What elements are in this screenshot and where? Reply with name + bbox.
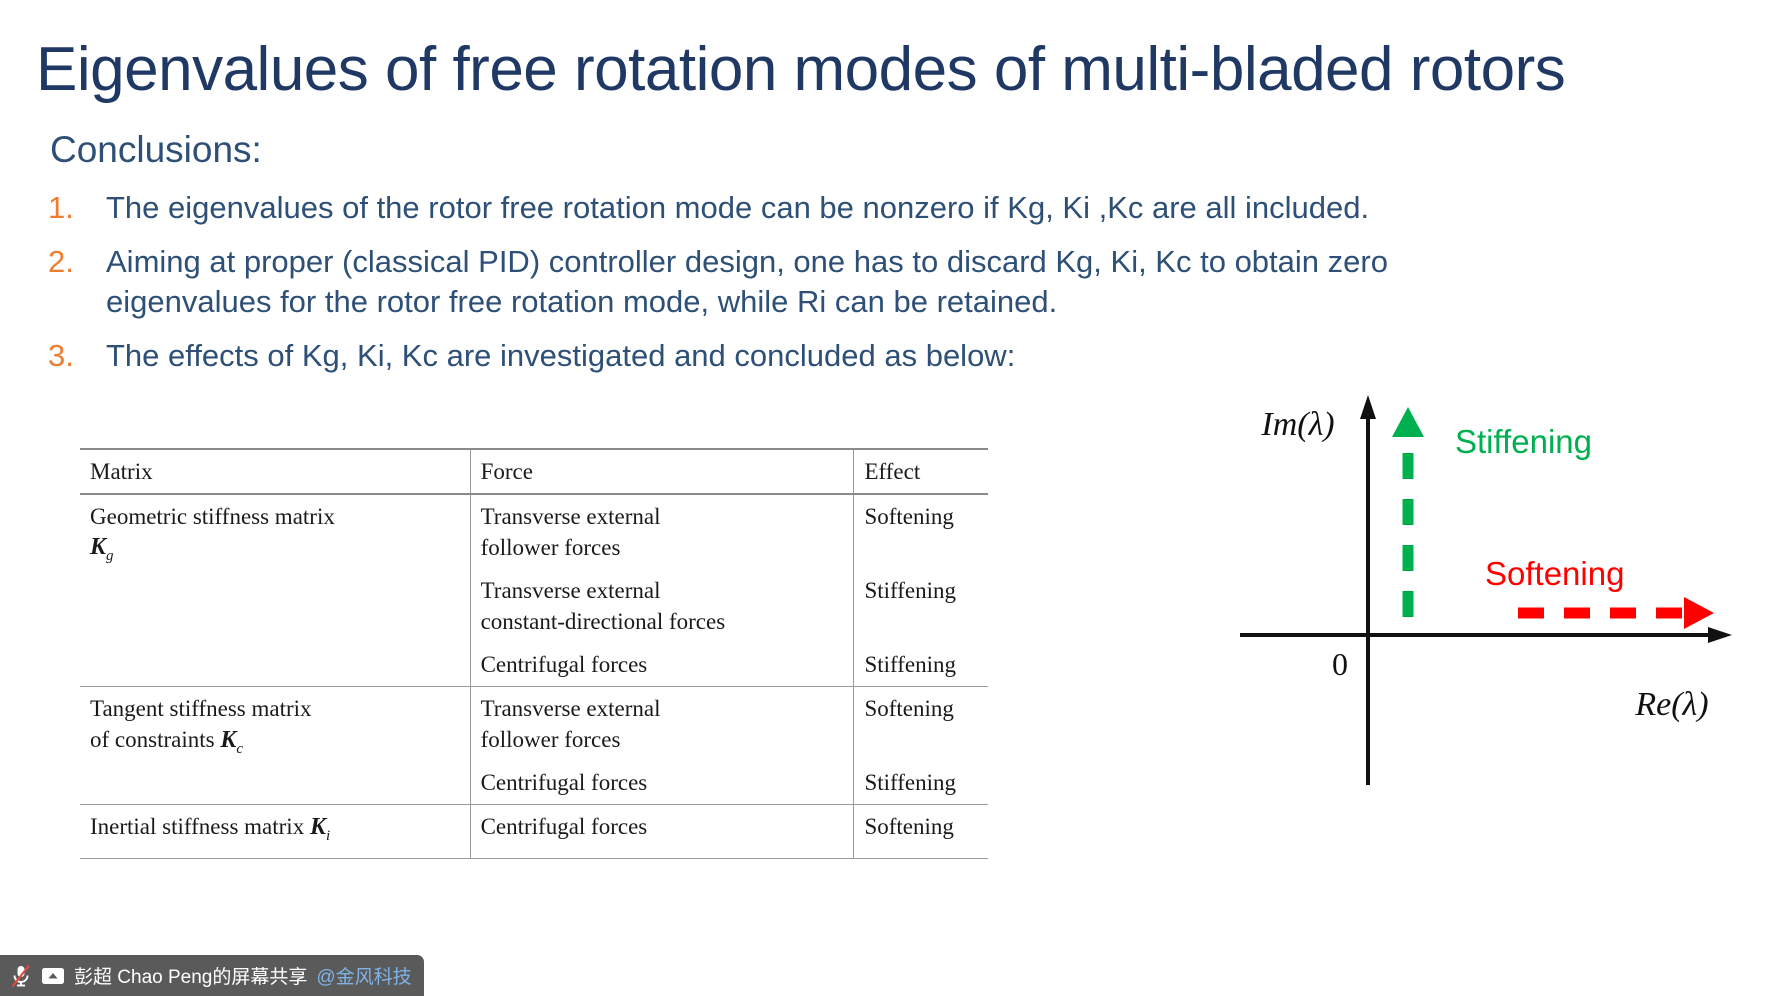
- column-header-effect: Effect: [853, 449, 988, 494]
- force-line: constant-directional forces: [480, 609, 726, 634]
- cell-effect: Stiffening: [853, 643, 988, 687]
- cell-force: Centrifugal forces: [469, 761, 854, 805]
- cell-matrix: Tangent stiffness matrix of constraints …: [80, 686, 471, 805]
- list-item-number: 3.: [48, 338, 74, 373]
- page-title: Eigenvalues of free rotation modes of mu…: [36, 35, 1566, 104]
- cell-matrix: Inertial stiffness matrix Ki: [80, 805, 470, 859]
- stiffening-label: Stiffening: [1455, 423, 1592, 460]
- share-org-label: @金风科技: [316, 967, 412, 988]
- stiffening-arrow-icon: [1392, 407, 1424, 617]
- force-line: Transverse external: [480, 696, 661, 721]
- real-axis-icon: [1240, 627, 1732, 643]
- matrix-name: Tangent stiffness matrix: [90, 696, 312, 721]
- table-row: Transverse external constant-directional…: [80, 569, 988, 643]
- complex-plane-diagram: Im(λ) Re(λ) 0 Stiffening Softening: [1240, 385, 1760, 785]
- list-item-label: The effects of Kg, Ki, Kc are investigat…: [106, 338, 1016, 373]
- list-item-label: The eigenvalues of the rotor free rotati…: [106, 190, 1370, 225]
- cell-force: Centrifugal forces: [469, 804, 854, 859]
- force-line: Centrifugal forces: [480, 652, 648, 677]
- list-item: 1. The eigenvalues of the rotor free rot…: [48, 188, 1468, 228]
- matrix-symbol: Kc: [220, 727, 243, 757]
- cell-effect: Softening: [853, 804, 988, 859]
- softening-arrow-icon: [1518, 597, 1714, 629]
- effects-table: Matrix Force Effect Geometric stiffness …: [80, 448, 988, 859]
- imaginary-axis-label: Im(λ): [1260, 406, 1334, 443]
- cell-effect: Softening: [853, 686, 988, 761]
- cell-force: Centrifugal forces: [469, 643, 854, 687]
- cell-force: Transverse external follower forces: [469, 686, 854, 761]
- cell-force: Transverse external follower forces: [469, 494, 854, 569]
- matrix-name-2: of constraints Kc: [90, 727, 243, 757]
- screen-share-icon[interactable]: [41, 966, 65, 986]
- force-line: Transverse external: [480, 504, 661, 529]
- column-header-matrix: Matrix: [90, 459, 153, 484]
- table-header-row: Matrix Force Effect: [80, 449, 988, 494]
- table-row: Geometric stiffness matrix Kg Transverse…: [80, 494, 988, 569]
- microphone-muted-icon[interactable]: [10, 964, 32, 988]
- cell-force: Transverse external constant-directional…: [469, 569, 854, 643]
- matrix-symbol: Kg: [90, 534, 114, 564]
- cell-matrix: Geometric stiffness matrix Kg: [80, 494, 470, 687]
- list-item-label: Aiming at proper (classical PID) control…: [106, 244, 1388, 319]
- matrix-symbol: Ki: [309, 814, 331, 844]
- imaginary-axis-icon: [1360, 395, 1376, 785]
- force-line: follower forces: [480, 727, 621, 752]
- real-axis-label: Re(λ): [1634, 686, 1708, 723]
- origin-label: 0: [1332, 646, 1348, 682]
- cell-effect: Stiffening: [853, 761, 988, 805]
- force-line: Transverse external: [480, 578, 661, 603]
- column-header-force: Force: [469, 449, 854, 494]
- matrix-name: Geometric stiffness matrix: [90, 504, 335, 529]
- list-item-number: 1.: [48, 190, 74, 225]
- share-owner-label: 彭超 Chao Peng的屏幕共享: [74, 967, 308, 988]
- table-row: Inertial stiffness matrix Ki Centrifugal…: [80, 804, 988, 859]
- force-line: Centrifugal forces: [480, 770, 648, 795]
- softening-label: Softening: [1485, 555, 1624, 592]
- list-item: 3. The effects of Kg, Ki, Kc are investi…: [48, 336, 1468, 376]
- force-line: follower forces: [480, 535, 621, 560]
- conclusions-heading: Conclusions:: [50, 129, 262, 170]
- list-item: 2. Aiming at proper (classical PID) cont…: [48, 242, 1468, 322]
- screen-share-status-bar[interactable]: 彭超 Chao Peng的屏幕共享 @金风科技: [0, 955, 424, 996]
- table-row: Centrifugal forces Stiffening: [80, 761, 988, 805]
- conclusions-list: 1. The eigenvalues of the rotor free rot…: [48, 188, 1468, 390]
- table-row: Tangent stiffness matrix of constraints …: [80, 686, 988, 805]
- list-item-number: 2.: [48, 244, 74, 279]
- matrix-name: Inertial stiffness matrix: [90, 814, 305, 839]
- cell-effect: Stiffening: [853, 569, 988, 643]
- table-row: Centrifugal forces Stiffening: [80, 643, 988, 687]
- cell-effect: Softening: [853, 494, 988, 569]
- force-line: Centrifugal forces: [480, 814, 648, 839]
